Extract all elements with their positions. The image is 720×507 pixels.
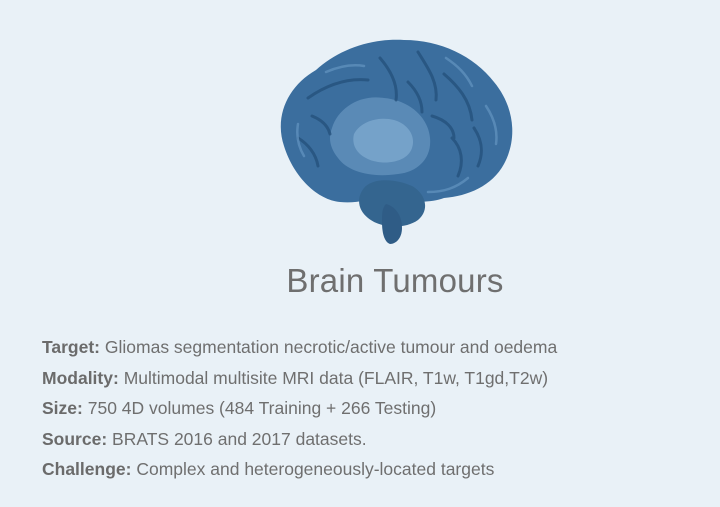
detail-value: Gliomas segmentation necrotic/active tum… <box>104 337 558 357</box>
detail-target: Target: Gliomas segmentation necrotic/ac… <box>42 332 702 363</box>
brain-highlight-inner <box>353 118 414 163</box>
detail-size: Size: 750 4D volumes (484 Training + 266… <box>42 393 702 424</box>
brain-image <box>268 28 524 248</box>
detail-source: Source: BRATS 2016 and 2017 datasets. <box>42 424 702 455</box>
detail-label: Target: <box>42 337 101 357</box>
dataset-details: Target: Gliomas segmentation necrotic/ac… <box>42 332 702 485</box>
detail-label: Modality: <box>42 367 119 388</box>
detail-label: Source: <box>42 428 108 449</box>
detail-challenge: Challenge: Complex and heterogeneously-l… <box>42 454 702 485</box>
brain-stem <box>382 204 402 244</box>
detail-label: Size: <box>42 398 83 418</box>
page-title: Brain Tumours <box>286 262 504 299</box>
detail-value: Complex and heterogeneously-located targ… <box>136 459 495 479</box>
detail-value: BRATS 2016 and 2017 datasets. <box>112 428 367 449</box>
detail-modality: Modality: Multimodal multisite MRI data … <box>42 363 702 394</box>
detail-value: Multimodal multisite MRI data (FLAIR, T1… <box>123 367 549 388</box>
detail-value: 750 4D volumes (484 Training + 266 Testi… <box>87 398 437 418</box>
brain-icon <box>280 39 513 244</box>
brain-cerebellum <box>359 180 426 227</box>
detail-label: Challenge: <box>42 459 132 479</box>
